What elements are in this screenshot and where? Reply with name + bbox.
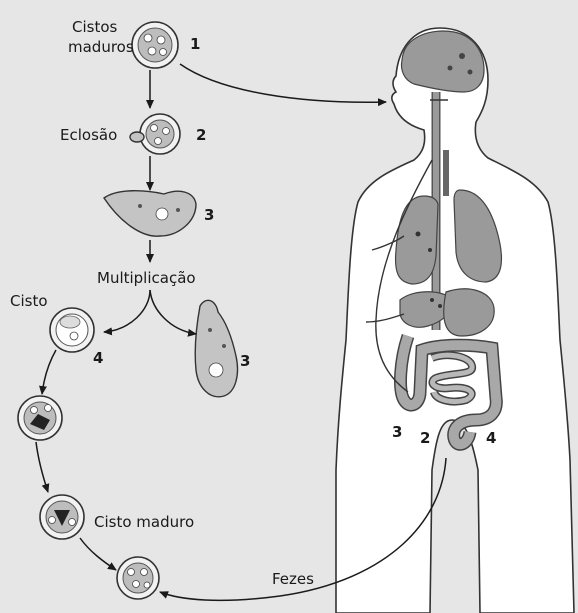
label-mature-cysts-line1: Cistos — [72, 18, 118, 36]
label-feces: Fezes — [272, 570, 314, 588]
label-multiplication: Multiplicação — [97, 269, 196, 287]
excreted-cyst — [117, 557, 159, 599]
stage-number-4-intestine: 4 — [486, 429, 496, 447]
stage-number-4-cyst: 4 — [93, 349, 103, 367]
stage-number-3-intestine: 3 — [392, 423, 402, 441]
stage-number-3-right: 3 — [240, 352, 250, 370]
developing-cyst — [18, 396, 62, 440]
stage-number-2-intestine: 2 — [420, 429, 430, 447]
mature-cyst-stage-1 — [132, 22, 178, 68]
cyst-stage-4 — [50, 308, 94, 352]
mature-cyst-lower — [40, 495, 84, 539]
stage-number-3-trophozoite: 3 — [204, 206, 214, 224]
label-cyst: Cisto — [10, 292, 48, 310]
label-mature-cysts-line2: maduros — [68, 38, 134, 56]
stage-number-1: 1 — [190, 35, 200, 53]
stage-number-2: 2 — [196, 126, 206, 144]
brain — [402, 31, 485, 92]
label-mature-cyst: Cisto maduro — [94, 513, 194, 531]
label-hatching: Eclosão — [60, 126, 117, 144]
